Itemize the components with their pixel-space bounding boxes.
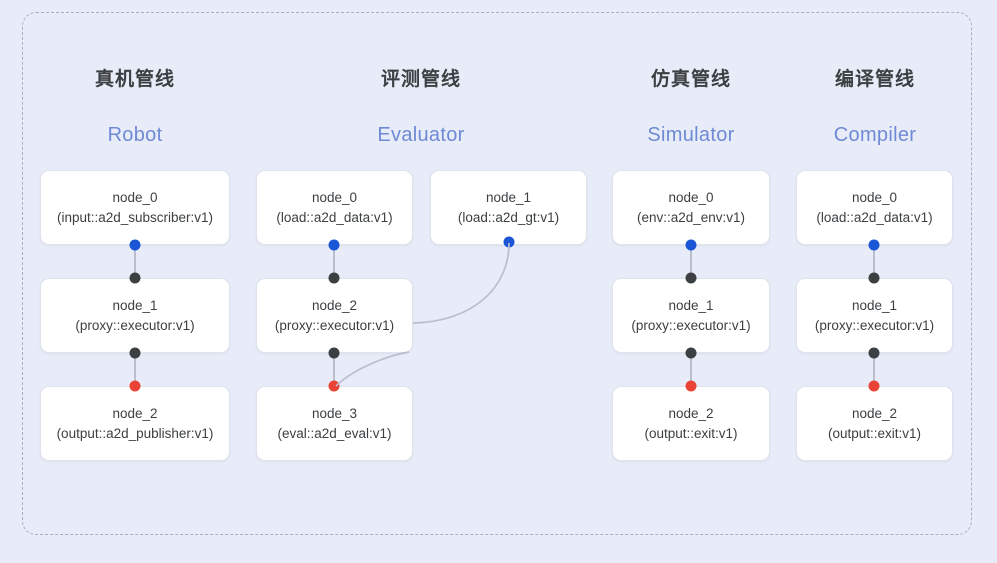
node-card-evaluator-2[interactable]: node_2 (proxy::executor:v1) (256, 278, 413, 353)
node-card-robot-2[interactable]: node_2 (output::a2d_publisher:v1) (40, 386, 230, 461)
port-input-icon (868, 380, 880, 392)
node-spec: (output::exit:v1) (644, 425, 738, 441)
port-input-icon (129, 272, 141, 284)
node-id: node_2 (668, 405, 714, 421)
node-card-simulator-1[interactable]: node_1 (proxy::executor:v1) (612, 278, 770, 353)
column-header-cn-simulator: 仿真管线 (650, 69, 731, 90)
edge-evaluator-2-3 (333, 353, 335, 386)
edge-robot-1-2 (134, 353, 136, 386)
port-input-icon (129, 380, 141, 392)
edge-robot-0-1 (134, 245, 136, 278)
node-id: node_0 (851, 189, 898, 205)
column-header-en-compiler: Compiler (833, 124, 917, 146)
port-output-icon (868, 347, 880, 359)
port-output-icon (129, 239, 141, 251)
port-output-icon (328, 347, 340, 359)
edge-compiler-0-1 (873, 245, 875, 278)
node-spec: (load::a2d_data:v1) (816, 209, 933, 225)
node-spec: (load::a2d_data:v1) (276, 209, 393, 225)
node-spec: (output::exit:v1) (827, 425, 922, 441)
node-card-simulator-0[interactable]: node_0 (env::a2d_env:v1) (612, 170, 770, 245)
node-spec: (load::a2d_gt:v1) (457, 209, 560, 225)
node-card-robot-0[interactable]: node_0 (input::a2d_subscriber:v1) (40, 170, 230, 245)
node-id: node_1 (851, 297, 898, 313)
port-output-icon (129, 347, 141, 359)
node-id: node_1 (668, 297, 714, 313)
dashed-boundary-frame (22, 12, 972, 535)
column-header-en-simulator: Simulator (647, 124, 735, 146)
node-card-compiler-1[interactable]: node_1 (proxy::executor:v1) (796, 278, 953, 353)
port-input-icon (685, 380, 697, 392)
port-input-icon (328, 272, 340, 284)
port-output-icon (328, 239, 340, 251)
column-header-en-robot: Robot (107, 124, 163, 146)
node-id: node_0 (311, 189, 358, 205)
node-id: node_1 (112, 297, 158, 313)
node-card-robot-1[interactable]: node_1 (proxy::executor:v1) (40, 278, 230, 353)
node-id: node_0 (112, 189, 158, 205)
column-header-cn-compiler: 编译管线 (834, 69, 915, 90)
edge-simulator-1-2 (690, 353, 692, 386)
port-output-icon (685, 347, 697, 359)
edge-simulator-0-1 (690, 245, 692, 278)
node-spec: (env::a2d_env:v1) (636, 209, 746, 225)
node-spec: (proxy::executor:v1) (274, 317, 395, 333)
port-input-icon (685, 272, 697, 284)
column-header-cn-evaluator: 评测管线 (380, 69, 461, 90)
node-id: node_2 (311, 297, 358, 313)
node-id: node_2 (851, 405, 898, 421)
edge-evaluator-0-2 (333, 245, 335, 278)
node-spec: (output::a2d_publisher:v1) (56, 425, 214, 441)
node-card-compiler-0[interactable]: node_0 (load::a2d_data:v1) (796, 170, 953, 245)
node-spec: (proxy::executor:v1) (631, 317, 751, 333)
node-card-compiler-2[interactable]: node_2 (output::exit:v1) (796, 386, 953, 461)
node-card-evaluator-3[interactable]: node_3 (eval::a2d_eval:v1) (256, 386, 413, 461)
column-header-en-evaluator: Evaluator (377, 124, 465, 146)
port-input-icon (868, 272, 880, 284)
port-input-icon (328, 380, 340, 392)
node-card-simulator-2[interactable]: node_2 (output::exit:v1) (612, 386, 770, 461)
port-output-icon (503, 236, 515, 248)
node-id: node_2 (112, 405, 158, 421)
node-spec: (proxy::executor:v1) (75, 317, 195, 333)
edge-compiler-1-2 (873, 353, 875, 386)
node-spec: (proxy::executor:v1) (814, 317, 935, 333)
node-id: node_1 (485, 189, 532, 205)
node-card-evaluator-0[interactable]: node_0 (load::a2d_data:v1) (256, 170, 413, 245)
port-output-icon (685, 239, 697, 251)
node-card-evaluator-1[interactable]: node_1 (load::a2d_gt:v1) (430, 170, 587, 245)
node-spec: (eval::a2d_eval:v1) (277, 425, 392, 441)
node-id: node_0 (668, 189, 714, 205)
node-id: node_3 (311, 405, 358, 421)
column-header-cn-robot: 真机管线 (94, 69, 175, 90)
port-output-icon (868, 239, 880, 251)
node-spec: (input::a2d_subscriber:v1) (56, 209, 214, 225)
